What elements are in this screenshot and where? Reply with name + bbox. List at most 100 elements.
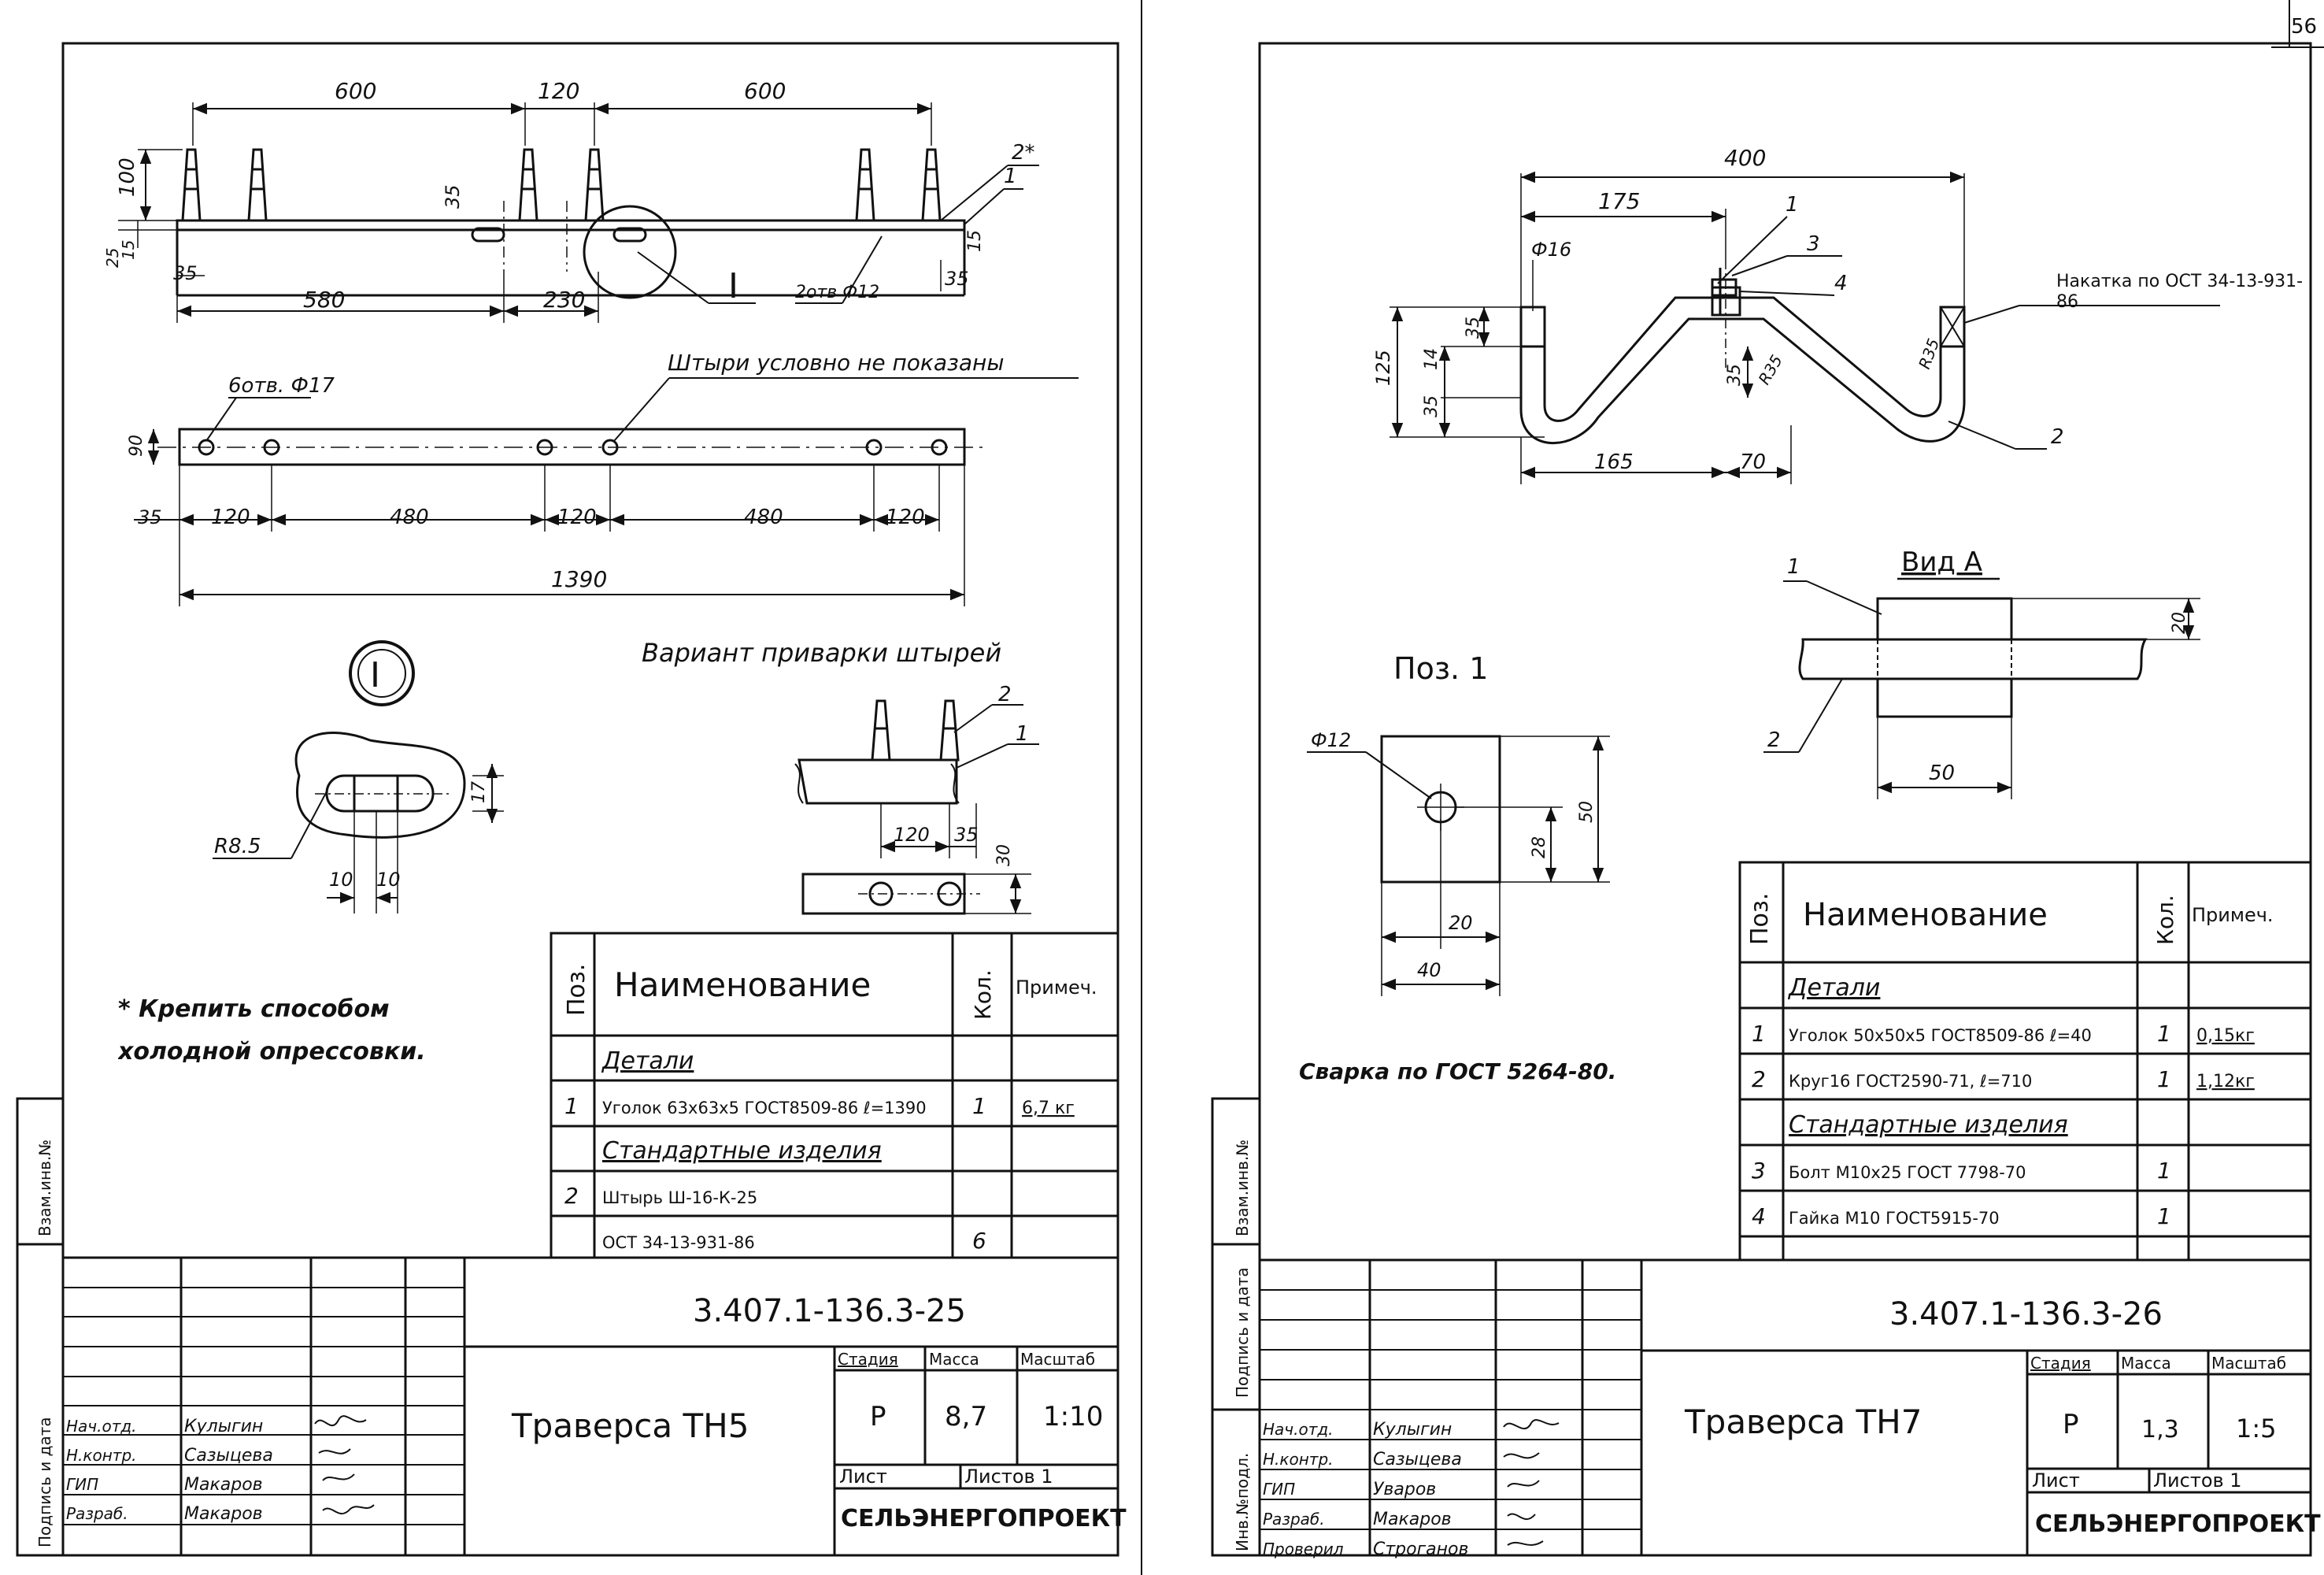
pin <box>181 148 202 222</box>
spec-hdr-qty: Кол. <box>970 969 996 1020</box>
dim-text: 14 <box>1422 348 1441 370</box>
dim-text: 50 <box>1577 801 1597 823</box>
signer-role: Разраб. <box>1263 1510 1325 1529</box>
left-title-block-grid <box>63 1256 1118 1555</box>
spec-row-name: Уголок 63х63х5 ГОСТ8509-86 ℓ=1390 <box>602 1099 927 1117</box>
dim-text: 600 <box>335 78 376 104</box>
tn7-elevation <box>1390 171 2220 484</box>
dim-text: 20 <box>2170 612 2189 634</box>
tn5-elevation <box>118 102 1039 323</box>
dim-text: 25 <box>103 248 122 268</box>
signer-role: Н.контр. <box>66 1446 137 1465</box>
detail-mark-text: I <box>728 266 738 306</box>
side-stamp-text: Подпись и дата <box>35 1417 54 1547</box>
spec-hdr-note: Примеч. <box>1016 976 1097 999</box>
signer-role: Разраб. <box>66 1504 128 1523</box>
left-sheet-frame <box>61 42 1119 1557</box>
right-sheet-frame <box>1258 42 2312 1557</box>
weld-variant <box>794 699 1039 915</box>
detail-mark: I <box>370 655 380 695</box>
spec-hdr-name: Наименование <box>614 965 871 1004</box>
signer-role: Нач.отд. <box>1263 1420 1334 1439</box>
spec-row-name: Стандартные изделия <box>602 1137 882 1165</box>
signer-name: Макаров <box>184 1475 263 1495</box>
dim-text: 125 <box>1372 350 1394 386</box>
dim-text: Ф12 <box>1311 729 1351 751</box>
pos-callout: 4 <box>1834 272 1848 295</box>
right-title-block-grid <box>1260 1258 2311 1555</box>
dim-text: 15 <box>119 240 138 260</box>
dim-text: 35 <box>945 268 969 290</box>
hdr-scale: Масштаб <box>1020 1350 1095 1369</box>
pos1-title: Поз. 1 <box>1393 651 1488 686</box>
dim-text: 580 <box>303 287 345 313</box>
spec-row-qty: 1 <box>2157 1158 2171 1184</box>
spec-row-name: Круг16 ГОСТ2590-71, ℓ=710 <box>1789 1072 2032 1091</box>
pos-callout: 1 <box>1016 722 1029 746</box>
dim-text: 230 <box>543 287 585 313</box>
side-stamp-text: Подпись и дата <box>1233 1267 1252 1398</box>
dim-text: Ф16 <box>1531 239 1571 261</box>
detail-callout-circle <box>583 205 677 299</box>
spec-row-pos: 4 <box>1752 1203 1766 1229</box>
note-weld: Вариант приварки штырей <box>642 638 1001 668</box>
spec-row-name: Штырь Ш-16-К-25 <box>602 1188 757 1207</box>
signer-role: Нач.отд. <box>66 1417 137 1436</box>
side-stamp-text: Взам.инв.№ <box>1233 1140 1252 1236</box>
signer-name: Макаров <box>184 1504 263 1524</box>
dim-text: 17 <box>469 781 489 803</box>
dim-text: 400 <box>1724 145 1766 171</box>
pos-callout: 2 <box>1767 728 1781 752</box>
dim-text: 90 <box>127 435 146 457</box>
dim-text: 35 <box>173 262 198 284</box>
view-A <box>1763 577 2200 799</box>
dim-text: 20 <box>1449 912 1473 934</box>
signer-name: Кулыгин <box>184 1417 263 1436</box>
left-title-block: 3.407.1-136.3-25 Траверса ТН5 Стадия Мас… <box>66 1293 1127 1532</box>
dim-text: R35 <box>1915 336 1943 372</box>
spec-row-note: 6,7 кг <box>1022 1099 1075 1118</box>
spec-row-pos: 3 <box>1752 1158 1766 1184</box>
dim-text: 1390 <box>551 566 607 592</box>
sheet-label: Лист <box>2032 1469 2080 1492</box>
side-stamp-text: Инв.№подл. <box>1233 1453 1252 1551</box>
spec-row-pos: 2 <box>1752 1066 1766 1092</box>
stage-value: Р <box>2063 1409 2079 1440</box>
pin <box>247 148 268 222</box>
scale-value: 1:10 <box>1043 1401 1103 1432</box>
dim-text: 40 <box>1417 959 1441 981</box>
left-spec-table-grid <box>550 932 1119 1259</box>
doc-code: 3.407.1-136.3-25 <box>693 1293 966 1329</box>
signer-role: ГИП <box>66 1475 98 1494</box>
side-stamp-text: Взам.инв.№ <box>35 1140 54 1236</box>
spec-row-qty: 1 <box>2157 1021 2171 1047</box>
org-name: СЕЛЬЭНЕРГОПРОЕКТ <box>841 1505 1127 1532</box>
dim-text: 35 <box>442 184 464 209</box>
hdr-mass: Масса <box>2121 1354 2171 1373</box>
hdr-stage: Стадия <box>838 1350 898 1369</box>
spec-hdr-pos: Поз. <box>1746 893 1774 945</box>
note-pins: Штыри условно не показаны <box>668 350 1004 376</box>
dim-text: 480 <box>744 506 783 529</box>
spec-row-name: Детали <box>601 1047 694 1075</box>
doc-code: 3.407.1-136.3-26 <box>1889 1296 2163 1332</box>
pin <box>518 148 538 222</box>
pos-callout: 2 <box>998 683 1012 706</box>
spec-row-pos: 1 <box>1752 1021 1766 1047</box>
dim-text: R35 <box>1755 351 1786 387</box>
spec-row-name: Детали <box>1787 974 1880 1002</box>
dim-text: 165 <box>1594 450 1634 474</box>
dim-text: 30 <box>994 844 1014 866</box>
dim-text: 120 <box>211 506 250 529</box>
pos-callout: 2 <box>2051 425 2064 449</box>
dim-text: 10 <box>329 869 353 891</box>
pin <box>855 148 875 222</box>
dim-text: 50 <box>1929 762 1955 785</box>
signer-role: ГИП <box>1263 1480 1295 1499</box>
spec-hdr-pos: Поз. <box>563 964 590 1016</box>
